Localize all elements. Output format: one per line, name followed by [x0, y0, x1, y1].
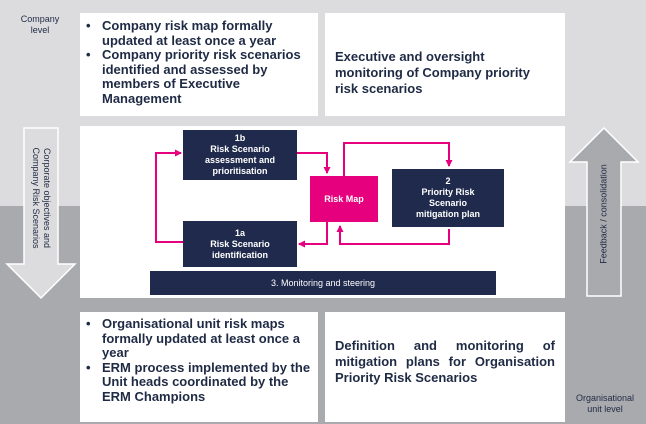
top-left-bullet-2: Company priority risk scenarios identifi…: [80, 47, 318, 106]
feedback-arrow: [568, 126, 640, 297]
connector-1a-to-1b: [155, 149, 183, 243]
bottom-right-box: Definition and monitoring of mitigation …: [325, 312, 565, 422]
node-1a-risk-identification: 1a Risk Scenario identification: [183, 221, 297, 267]
node-2-line-3: mitigation plan: [416, 209, 480, 219]
top-right-box: Executive and oversight monitoring of Co…: [325, 13, 565, 116]
organisational-level-line-1: Organisational: [575, 393, 635, 403]
top-left-box: Company risk map formally updated at lea…: [80, 13, 318, 116]
node-1b-line-1: Risk Scenario: [210, 144, 270, 154]
connector-riskmap-to-2: [343, 142, 453, 176]
corporate-objectives-line-2: Company Risk Scenarios: [31, 147, 41, 249]
top-left-bullet-1: Company risk map formally updated at lea…: [80, 18, 318, 48]
connector-2-to-riskmap: [336, 225, 450, 245]
bottom-right-text: Definition and monitoring of mitigation …: [335, 338, 555, 385]
node-1a-number: 1a: [234, 227, 245, 238]
node-2-mitigation-plan: 2 Priority Risk Scenario mitigation plan: [392, 169, 504, 227]
node-2-line-2: Scenario: [428, 198, 468, 208]
node-2-number: 2: [445, 176, 451, 186]
organisational-level-label: Organisational unit level: [566, 393, 644, 415]
connector-riskmap-to-1a: [298, 222, 328, 248]
top-right-text: Executive and oversight monitoring of Co…: [335, 49, 530, 96]
connector-1b-to-riskmap: [297, 152, 331, 174]
node-1b-line-3: prioritisation: [212, 166, 268, 176]
node-2-line-1: Priority Risk: [421, 187, 475, 197]
node-1b-line-2: assessment and: [204, 155, 276, 165]
bottom-left-bullet-2: ERM process implemented by the Unit head…: [80, 360, 318, 405]
node-1b-risk-assessment: 1b Risk Scenario assessment and prioriti…: [183, 130, 297, 180]
bottom-left-box: Organisational unit risk maps formally u…: [80, 312, 318, 422]
corporate-objectives-line-1: Corporate objectives and: [42, 147, 52, 249]
organisational-level-line-2: unit level: [587, 404, 623, 414]
monitoring-steering-bar: 3. Monitoring and steering: [150, 271, 496, 295]
corporate-objectives-arrow: [5, 127, 77, 300]
company-level-line-2: level: [30, 25, 50, 35]
bottom-left-bullet-1: Organisational unit risk maps formally u…: [80, 316, 318, 361]
risk-map-node: Risk Map: [310, 176, 378, 222]
node-1a-line-2: identification: [212, 249, 268, 260]
feedback-label: Feedback / consolidation: [598, 164, 609, 264]
corporate-objectives-label: Corporate objectives and Company Risk Sc…: [30, 147, 52, 248]
company-level-label: Company level: [10, 14, 70, 36]
company-level-line-1: Company: [20, 14, 60, 24]
node-1a-line-1: Risk Scenario: [210, 238, 270, 249]
node-1b-number: 1b: [234, 133, 246, 143]
